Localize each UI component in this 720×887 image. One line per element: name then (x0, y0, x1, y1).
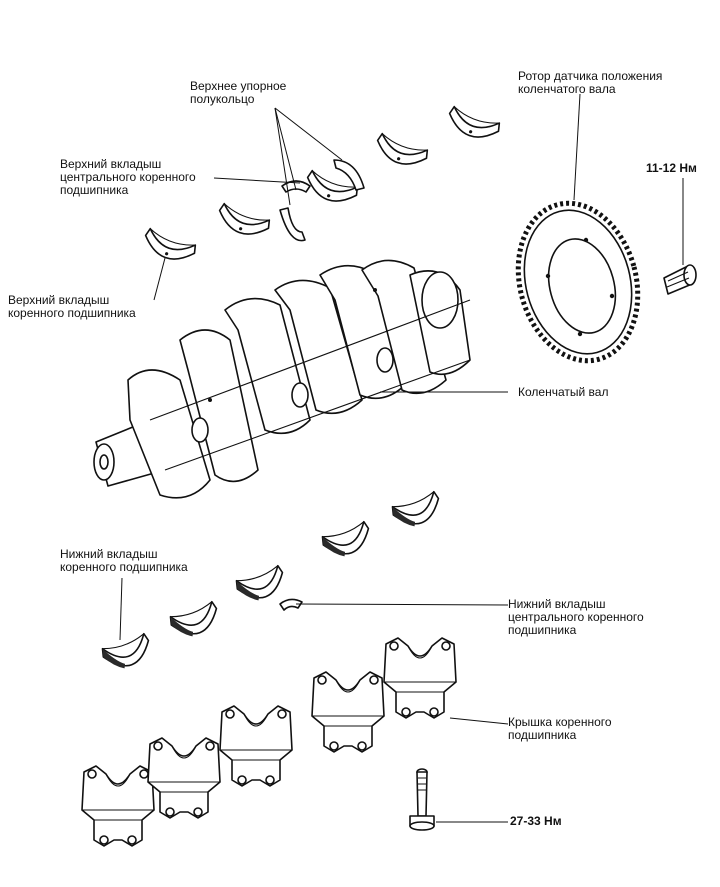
thrust-ring-2 (333, 159, 365, 191)
label-crank-sensor-rotor: Ротор датчика положения коленчатого вала (518, 69, 663, 96)
lower-bearing-shells (99, 490, 446, 675)
crankshaft (93, 259, 471, 499)
label-lower-center-bearing-shell: Нижний вкладыш центрального коренного по… (508, 597, 644, 637)
label-upper-main-bearing-shell: Верхний вкладыш коренного подшипника (8, 293, 136, 320)
main-bearing-caps (81, 637, 457, 847)
label-main-bearing-cap: Крышка коренного подшипника (508, 715, 612, 742)
upper-shell-4 (372, 132, 431, 173)
lower-shell-5 (389, 490, 446, 533)
thrust-ring-1 (279, 207, 306, 242)
cap-bolt (409, 768, 435, 831)
thrust-ring-3 (281, 180, 311, 193)
rotor-bolt (663, 264, 697, 295)
lower-shell-4 (319, 520, 376, 563)
bearing-cap-4 (311, 671, 385, 753)
lower-shell-1 (99, 632, 156, 675)
upper-shell-2 (214, 202, 273, 243)
label-torque-cap-bolt: 27-33 Нм (510, 814, 562, 828)
label-crankshaft: Коленчатый вал (518, 385, 609, 399)
bearing-cap-3 (219, 705, 293, 787)
lower-center-flange (279, 598, 303, 611)
label-upper-center-bearing-shell: Верхний вкладыш центрального коренного п… (60, 157, 196, 197)
upper-shell-5 (444, 105, 503, 146)
upper-shell-1 (140, 227, 199, 268)
label-torque-rotor-bolt: 11-12 Нм (646, 161, 697, 175)
bearing-cap-1 (81, 765, 155, 847)
label-upper-thrust-half-ring: Верхнее упорное полукольцо (190, 79, 287, 106)
bearing-cap-5 (383, 637, 457, 719)
lower-shell-2 (167, 600, 224, 643)
leader-lines (119, 93, 684, 823)
crankshaft-position-sensor-rotor (515, 200, 641, 364)
lower-shell-center (233, 564, 290, 607)
bearing-cap-2 (147, 737, 221, 819)
upper-thrust-half-rings (279, 159, 365, 242)
label-lower-main-bearing-shell: Нижний вкладыш коренного подшипника (60, 547, 188, 574)
